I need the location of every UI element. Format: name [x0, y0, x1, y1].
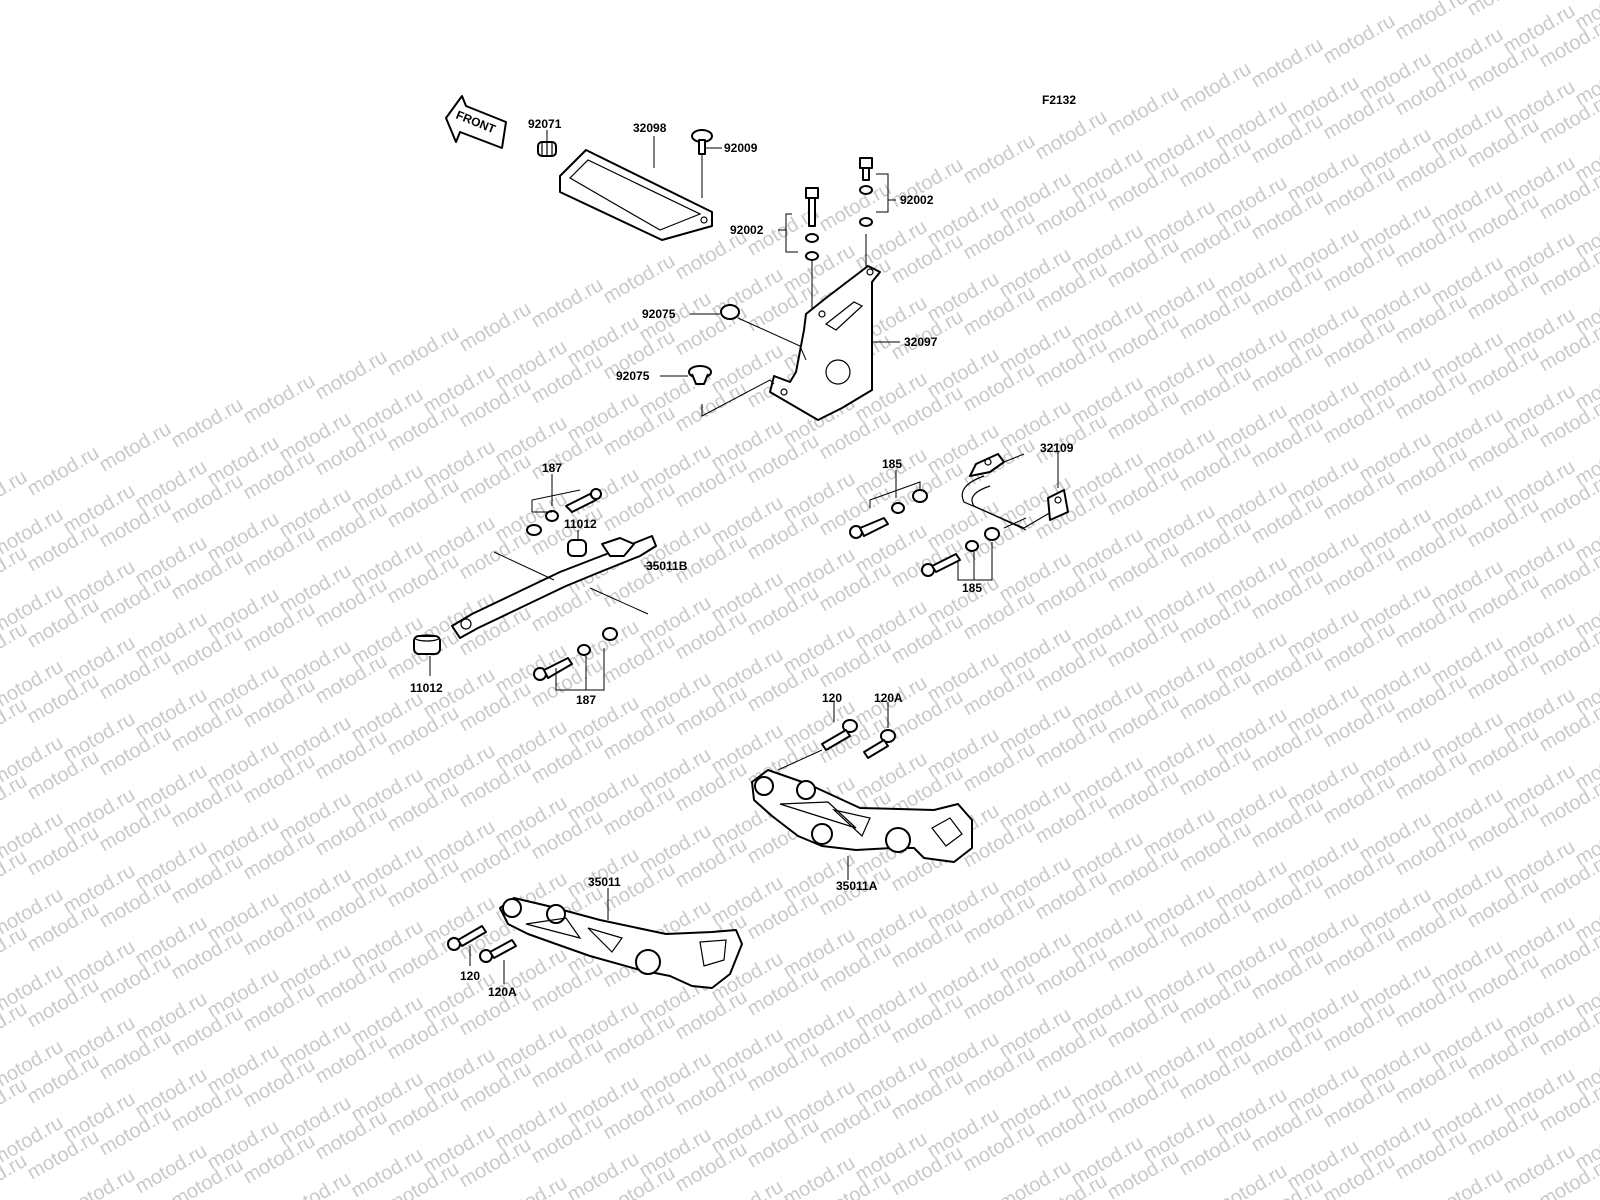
- label-92002-left: 92002: [730, 223, 764, 237]
- part-35011-footrest-bracket: [499, 897, 743, 989]
- watermark-text: motod.ru: [96, 418, 175, 477]
- part-92002-bolt-right: [859, 157, 873, 227]
- part-11012-cap-upper: [567, 539, 587, 557]
- part-92071-nut: [537, 141, 557, 157]
- watermark-text: motod.ru: [600, 250, 679, 309]
- part-32098-tray: [559, 149, 713, 241]
- watermark-text: motod.ru: [0, 618, 31, 677]
- part-120A-bolt-left: [479, 939, 517, 963]
- label-92071: 92071: [528, 117, 562, 131]
- label-32098: 32098: [633, 121, 667, 135]
- watermark-text: motod.ru: [240, 370, 319, 429]
- part-187-bolt-upper: [526, 488, 602, 536]
- label-185-upper: 185: [882, 457, 902, 471]
- watermark-text: motod.ru: [1032, 106, 1111, 165]
- part-120A-bolt-right: [863, 729, 896, 759]
- label-35011A: 35011A: [836, 879, 878, 893]
- label-120A-right: 120A: [874, 691, 903, 705]
- part-187-bolt-lower: [533, 627, 618, 681]
- part-32097-bracket: [769, 265, 881, 421]
- label-92075-lower: 92075: [616, 369, 650, 383]
- part-11012-cap-lower: [413, 634, 441, 655]
- label-32109: 32109: [1040, 441, 1074, 455]
- label-92009: 92009: [724, 141, 758, 155]
- part-92075-grommet-lower: [688, 365, 712, 385]
- watermark-text: motod.ru: [456, 298, 535, 357]
- watermark-text: motod.ru: [492, 1172, 571, 1200]
- watermark-text: motod.ru: [1464, 0, 1543, 20]
- part-92009-screw: [691, 129, 713, 155]
- part-185-bolt-upper: [849, 489, 928, 539]
- watermark-text: motod.ru: [276, 1168, 355, 1200]
- watermark-text: motod.ru: [384, 322, 463, 381]
- watermark-text: motod.ru: [1104, 82, 1183, 141]
- watermark-text: motod.ru: [0, 542, 31, 601]
- part-92075-grommet-upper: [720, 304, 740, 320]
- watermark-text: motod.ru: [1392, 0, 1471, 44]
- label-92075-upper: 92075: [642, 307, 676, 321]
- label-32097: 32097: [904, 335, 938, 349]
- watermark-text: motod.ru: [312, 346, 391, 405]
- watermark-text: motod.ru: [708, 1176, 787, 1200]
- part-35011A-footrest-bracket: [751, 769, 973, 863]
- watermark-text: motod.ru: [0, 694, 31, 753]
- watermark-text: motod.ru: [528, 274, 607, 333]
- part-120-bolt-left: [447, 925, 487, 951]
- watermark-text: motod.ru: [0, 770, 31, 829]
- watermark-text: motod.ru: [1320, 10, 1399, 69]
- label-185-lower: 185: [962, 581, 982, 595]
- label-120-left: 120: [460, 969, 480, 983]
- part-120-bolt-right: [821, 719, 858, 751]
- watermark-text: motod.ru: [0, 846, 31, 905]
- label-187-upper: 187: [542, 461, 562, 475]
- label-11012-upper: 11012: [564, 517, 597, 531]
- diagram-code: F2132: [1042, 93, 1076, 107]
- label-35011B: 35011B: [646, 559, 688, 573]
- watermark-text: motod.ru: [0, 998, 31, 1057]
- watermark-text: motod.ru: [60, 1164, 139, 1200]
- part-32109-pipe-bracket: [961, 453, 1069, 531]
- watermark-text: motod.ru: [168, 394, 247, 453]
- label-11012-lower: 11012: [410, 681, 443, 695]
- label-187-lower: 187: [576, 693, 596, 707]
- label-120A-left: 120A: [488, 985, 517, 999]
- watermark-text: motod.ru: [816, 178, 895, 237]
- watermark-text: motod.ru: [0, 922, 31, 981]
- part-185-bolt-lower: [921, 527, 1000, 577]
- watermark-text: motod.ru: [1176, 58, 1255, 117]
- label-120-right: 120: [822, 691, 842, 705]
- watermark-text: motod.ru: [1428, 1164, 1507, 1200]
- label-92002-right: 92002: [900, 193, 934, 207]
- watermark-text: motod.ru: [960, 130, 1039, 189]
- watermark-text: motod.ru: [1248, 34, 1327, 93]
- watermark-text: motod.ru: [24, 442, 103, 501]
- part-35011B-step-bracket: [451, 535, 657, 639]
- watermark-text: motod.ru: [0, 1074, 31, 1133]
- front-arrow-icon: FRONT: [445, 95, 507, 149]
- label-35011: 35011: [588, 875, 621, 889]
- watermark-text: motod.ru: [0, 466, 31, 525]
- watermark-text: motod.ru: [1212, 1160, 1291, 1200]
